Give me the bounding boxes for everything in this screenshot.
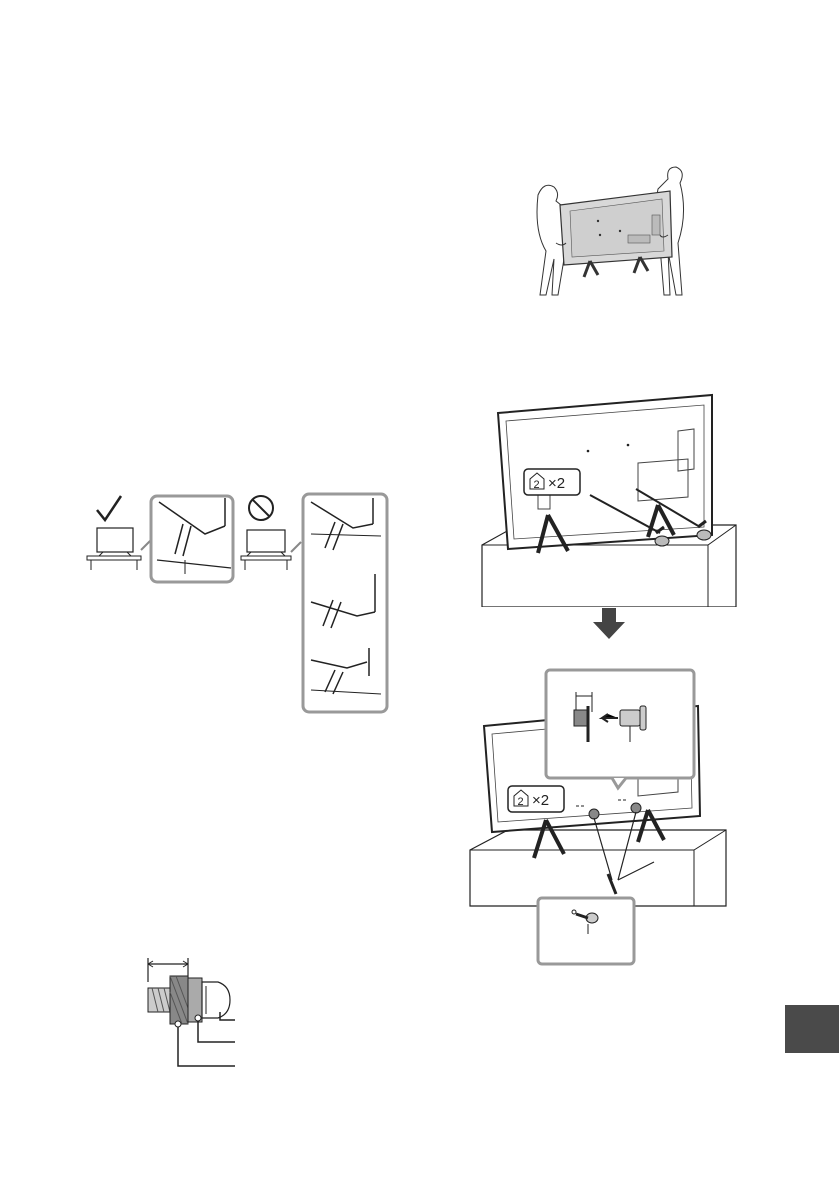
placement-illustration [85, 490, 390, 715]
prohibited-icon [249, 496, 273, 520]
carry-illustration [520, 165, 700, 297]
part-badge: 2 ×2 [508, 786, 564, 812]
screw-icon [620, 706, 646, 730]
svg-text:2: 2 [518, 796, 524, 808]
part-badge: 2 ×2 [524, 469, 580, 495]
arrow-down-icon [592, 608, 626, 640]
checkmark-icon [97, 496, 121, 520]
screw-detail-illustration [140, 950, 235, 1070]
svg-text:×2: ×2 [548, 475, 565, 492]
attach-bottom-illustration: 2 ×2 [468, 666, 730, 968]
svg-text:×2: ×2 [532, 792, 549, 809]
language-tab [785, 1005, 839, 1053]
attach-top-illustration: 2 ×2 [478, 385, 738, 607]
svg-text:2: 2 [534, 479, 540, 491]
